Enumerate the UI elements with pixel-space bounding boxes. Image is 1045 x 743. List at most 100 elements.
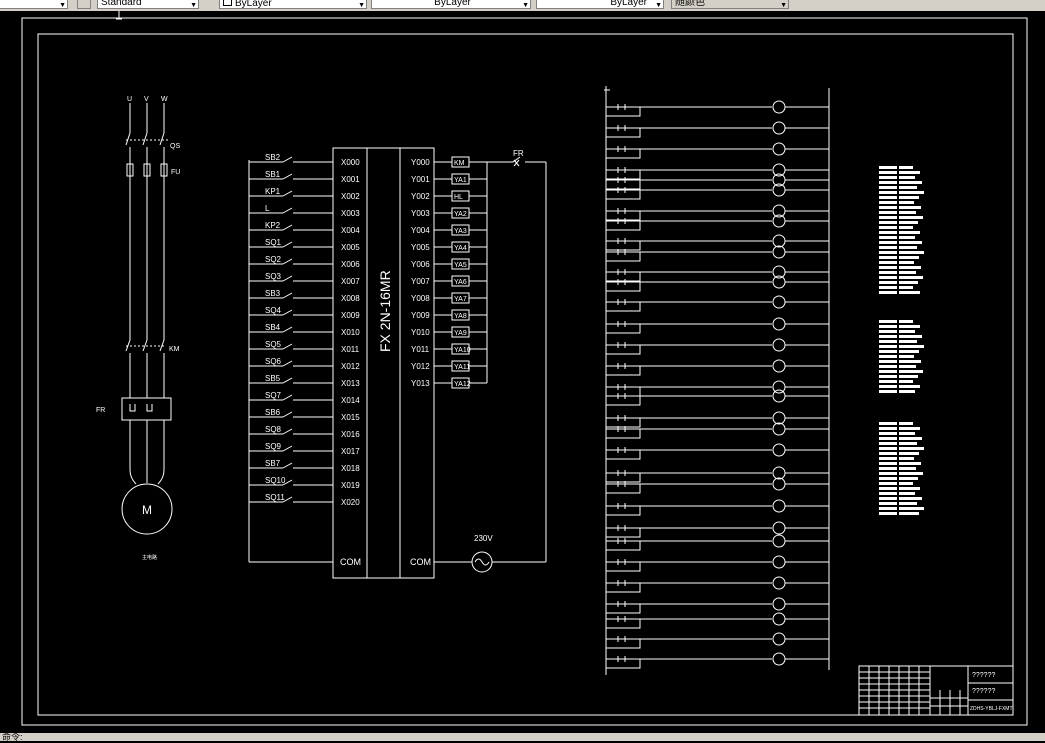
- drawing-canvas[interactable]: U V W QS: [0, 11, 1045, 733]
- input-contact-blade: [282, 343, 293, 350]
- io-table-desc-mark: [899, 375, 918, 378]
- io-table-desc-mark: [899, 457, 914, 460]
- output-terminal-label: Y001: [411, 175, 430, 184]
- ladder-coil: [772, 534, 786, 548]
- io-table-code-mark: [879, 502, 897, 505]
- output-terminal-label: Y000: [411, 158, 430, 167]
- text-style-prefix-combo[interactable]: ▼: [0, 0, 68, 9]
- ladder-contact: [617, 218, 626, 224]
- command-prompt: 命令:: [2, 732, 23, 742]
- ladder-diagram: [604, 86, 830, 675]
- input-terminal-label: X012: [341, 362, 360, 371]
- layer-combo[interactable]: ByLayer▼: [219, 0, 367, 9]
- ladder-coil: [772, 521, 786, 535]
- io-table-desc-mark: [899, 231, 920, 234]
- io-table-desc-mark: [899, 390, 915, 393]
- input-contact-blade: [282, 445, 293, 452]
- input-terminal-label: X008: [341, 294, 360, 303]
- ladder-coil: [772, 597, 786, 611]
- io-table-desc-mark: [899, 452, 919, 455]
- text-style-combo[interactable]: Standard▼: [97, 0, 199, 9]
- ladder-branch: [606, 241, 641, 251]
- io-table-desc-mark: [899, 186, 917, 189]
- output-terminal-label: Y002: [411, 192, 430, 201]
- ladder-contact: [617, 279, 626, 285]
- io-table-desc-mark: [899, 432, 915, 435]
- ladder-branch: [606, 429, 641, 439]
- ladder-coil: [772, 295, 786, 309]
- input-device-label: SQ3: [265, 272, 282, 281]
- output-device-label: YA10: [454, 347, 471, 354]
- ladder-coil: [772, 576, 786, 590]
- io-table-code-mark: [879, 380, 897, 383]
- input-device-label: L: [265, 204, 270, 213]
- io-table-code-mark: [879, 221, 897, 224]
- ladder-branch: [606, 190, 641, 200]
- io-table-desc-mark: [899, 246, 917, 249]
- ladder-branch: [606, 659, 641, 669]
- linetype-combo[interactable]: ByLayer▼: [371, 0, 531, 9]
- input-contact-blade: [282, 360, 293, 367]
- plotstyle-combo[interactable]: 随颜色▼: [671, 0, 789, 9]
- ladder-branch: [606, 484, 641, 494]
- chevron-down-icon: ▼: [655, 2, 662, 9]
- outer-border: [21, 17, 1028, 726]
- ladder-coil: [772, 499, 786, 513]
- io-table-desc-mark: [899, 380, 913, 383]
- lineweight-combo[interactable]: ByLayer▼: [536, 0, 664, 9]
- input-contact-blade: [282, 190, 293, 197]
- io-table-code-mark: [879, 365, 897, 368]
- command-statusbar[interactable]: 命令:: [0, 732, 1045, 742]
- ladder-contact: [617, 363, 626, 369]
- title-block-title-mid: ??????: [972, 688, 995, 695]
- fuse-w: [160, 163, 168, 177]
- io-table-desc-mark: [899, 176, 915, 179]
- output-terminal-label: Y006: [411, 260, 430, 269]
- motor-symbol: [121, 483, 173, 535]
- ladder-contact: [617, 321, 626, 327]
- input-terminal-label: X007: [341, 277, 360, 286]
- io-table-desc-mark: [899, 261, 914, 264]
- io-table-desc-mark: [899, 291, 920, 294]
- io-table-code-mark: [879, 251, 897, 254]
- plc-model-label: FX 2N-16MR: [377, 270, 393, 352]
- io-table-desc-mark: [899, 492, 915, 495]
- ladder-contact: [617, 208, 626, 214]
- io-table-code-mark: [879, 370, 897, 373]
- io-table-code-mark: [879, 492, 897, 495]
- output-device-label: YA12: [454, 381, 471, 388]
- io-table-desc-mark: [899, 345, 924, 348]
- text-style-icon[interactable]: [77, 0, 91, 9]
- input-device-label: SQ9: [265, 442, 282, 451]
- ladder-contact: [617, 481, 626, 487]
- output-terminal-label: Y010: [411, 328, 430, 337]
- ladder-branch: [606, 541, 641, 551]
- io-table-desc-mark: [899, 462, 921, 465]
- io-table-desc-mark: [899, 365, 916, 368]
- io-table-code-mark: [879, 385, 897, 388]
- fr-contact-symbol: [511, 156, 521, 167]
- ladder-coil: [772, 632, 786, 646]
- ladder-branch: [606, 450, 641, 460]
- input-device-label: SB3: [265, 289, 281, 298]
- ladder-coil: [772, 466, 786, 480]
- fr-label: FR: [96, 407, 105, 414]
- io-table-code-mark: [879, 487, 897, 490]
- input-terminal-label: X011: [341, 345, 360, 354]
- ladder-coil: [772, 477, 786, 491]
- inner-border: [37, 33, 1014, 716]
- input-device-label: SQ4: [265, 306, 282, 315]
- chevron-down-icon: ▼: [59, 2, 66, 9]
- io-table-code-mark: [879, 171, 897, 174]
- ladder-branch: [606, 302, 641, 312]
- io-table-code-mark: [879, 281, 897, 284]
- output-device-label: YA5: [454, 262, 467, 269]
- ladder-contact: [617, 601, 626, 607]
- io-table-code-mark: [879, 355, 897, 358]
- io-table-desc-mark: [899, 241, 922, 244]
- km-label: KM: [169, 346, 180, 353]
- ladder-branch: [606, 180, 641, 190]
- input-device-label: SB6: [265, 408, 281, 417]
- io-table-desc-mark: [899, 442, 917, 445]
- io-table-code-mark: [879, 236, 897, 239]
